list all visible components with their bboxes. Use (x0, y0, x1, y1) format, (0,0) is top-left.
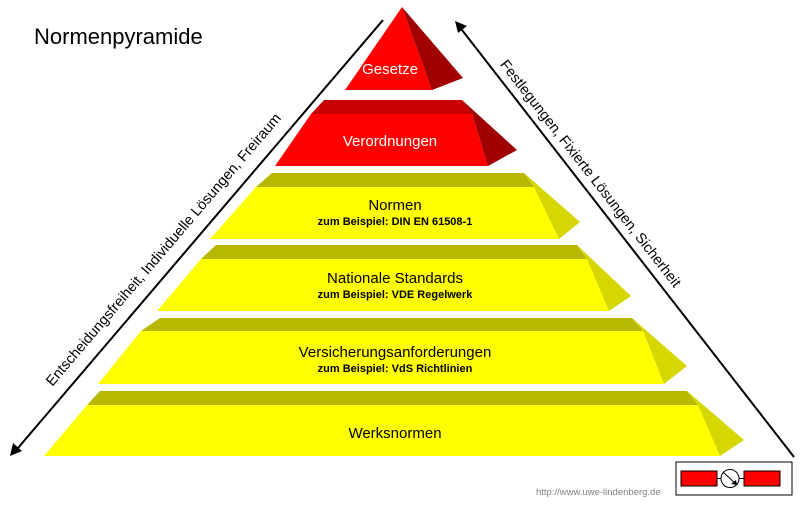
level-sub-nationale-standards: zum Beispiel: VDE Regelwerk (317, 289, 473, 301)
level-verordnungen-front (275, 114, 488, 166)
logo (675, 461, 793, 496)
level-nationale-standards-top (201, 245, 587, 259)
level-nationale-standards-side (577, 245, 631, 311)
level-normen (210, 173, 580, 239)
logo-arrowhead (731, 480, 737, 485)
level-label-verordnungen: Verordnungen (300, 133, 480, 151)
level-label-werksnormen-text: Werksnormen (348, 425, 442, 442)
level-verordnungen (275, 100, 517, 166)
level-label-gesetze-text: Gesetze (362, 61, 418, 78)
level-versicherungsanforderungen-top (141, 318, 643, 331)
level-versicherungsanforderungen-front (98, 331, 664, 384)
level-label-normen: Normen zum Beispiel: DIN EN 61508-1 (270, 197, 520, 230)
right-arrow-line (461, 29, 795, 458)
level-normen-top (256, 173, 534, 187)
level-label-versicherungsanforderungen-text: Versicherungsanforderungen (298, 344, 492, 361)
level-sub-versicherungsanforderungen: zum Beispiel: VdS Richtlinien (317, 363, 473, 375)
source-url: http://www.uwe-lindenberg.de (536, 487, 661, 498)
level-werksnormen (44, 391, 744, 456)
level-normen-front (210, 187, 559, 239)
right-arrow-head (455, 21, 467, 33)
level-gesetze-front (345, 7, 432, 90)
right-arrow (455, 21, 795, 458)
level-label-nationale-standards-text: Nationale Standards (327, 270, 463, 287)
level-verordnungen-top (311, 100, 472, 114)
level-label-gesetze: Gesetze (345, 61, 435, 79)
level-werksnormen-top (87, 391, 698, 405)
level-nationale-standards (157, 245, 631, 311)
level-werksnormen-front (44, 405, 720, 456)
level-gesetze (345, 7, 463, 90)
level-werksnormen-side (687, 391, 744, 456)
level-label-nationale-standards: Nationale Standards zum Beispiel: VDE Re… (250, 270, 540, 303)
level-label-verordnungen-text: Verordnungen (342, 133, 438, 150)
level-sub-normen: zum Beispiel: DIN EN 61508-1 (317, 216, 473, 228)
level-versicherungsanforderungen (98, 318, 687, 384)
left-arrow-head (10, 443, 22, 456)
left-arrow-line (17, 19, 384, 449)
level-versicherungsanforderungen-side (632, 318, 687, 384)
logo-bar-left (680, 470, 718, 487)
level-nationale-standards-front (157, 259, 609, 311)
level-label-normen-text: Normen (368, 197, 422, 214)
logo-bar-right (743, 470, 781, 487)
level-gesetze-side (402, 7, 463, 90)
page-title: Normenpyramide (34, 24, 203, 49)
level-label-werksnormen: Werksnormen (280, 425, 510, 443)
level-label-versicherungsanforderungen: Versicherungsanforderungen zum Beispiel:… (230, 344, 560, 377)
left-arrow (10, 19, 384, 456)
level-normen-side (524, 173, 580, 239)
level-verordnungen-side (462, 100, 517, 166)
